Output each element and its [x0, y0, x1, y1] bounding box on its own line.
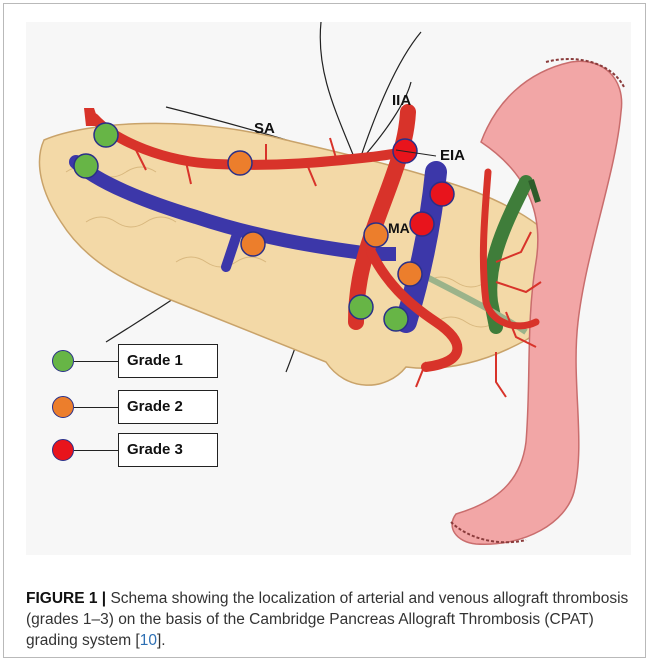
figure-frame: SA IIA EIA MA Grade 1 Grade 2 Grade 3 FI…: [3, 3, 646, 658]
marker-grade1: [384, 307, 408, 331]
marker-grade2: [228, 151, 252, 175]
marker-grade1: [94, 123, 118, 147]
label-iia: IIA: [392, 92, 411, 109]
legend-label-grade1: Grade 1: [118, 344, 218, 378]
marker-grade2: [398, 262, 422, 286]
legend-label-grade2: Grade 2: [118, 390, 218, 424]
label-ma: MA: [388, 220, 410, 236]
legend-dot-red: [52, 439, 74, 461]
marker-grade2: [364, 223, 388, 247]
marker-grade2: [241, 232, 265, 256]
legend-connector: [74, 450, 118, 451]
marker-grade1: [74, 154, 98, 178]
marker-grade3: [430, 182, 454, 206]
legend-dot-green: [52, 350, 74, 372]
legend-dot-orange: [52, 396, 74, 418]
marker-grade3: [410, 212, 434, 236]
caption-text: Schema showing the localization of arter…: [26, 590, 628, 649]
caption-figure-label: FIGURE 1 |: [26, 590, 106, 607]
caption-reference-link[interactable]: 10: [140, 632, 157, 649]
label-sa: SA: [254, 120, 275, 137]
pancreas-diagram: SA IIA EIA MA Grade 1 Grade 2 Grade 3: [26, 22, 631, 555]
legend-connector: [74, 361, 118, 362]
diagram-illustration: [26, 22, 631, 555]
caption-text-end: ].: [157, 632, 166, 649]
figure-caption: FIGURE 1 | Schema showing the localizati…: [26, 588, 636, 651]
legend-connector: [74, 407, 118, 408]
marker-grade1: [349, 295, 373, 319]
label-eia: EIA: [440, 147, 465, 164]
legend-label-grade3: Grade 3: [118, 433, 218, 467]
